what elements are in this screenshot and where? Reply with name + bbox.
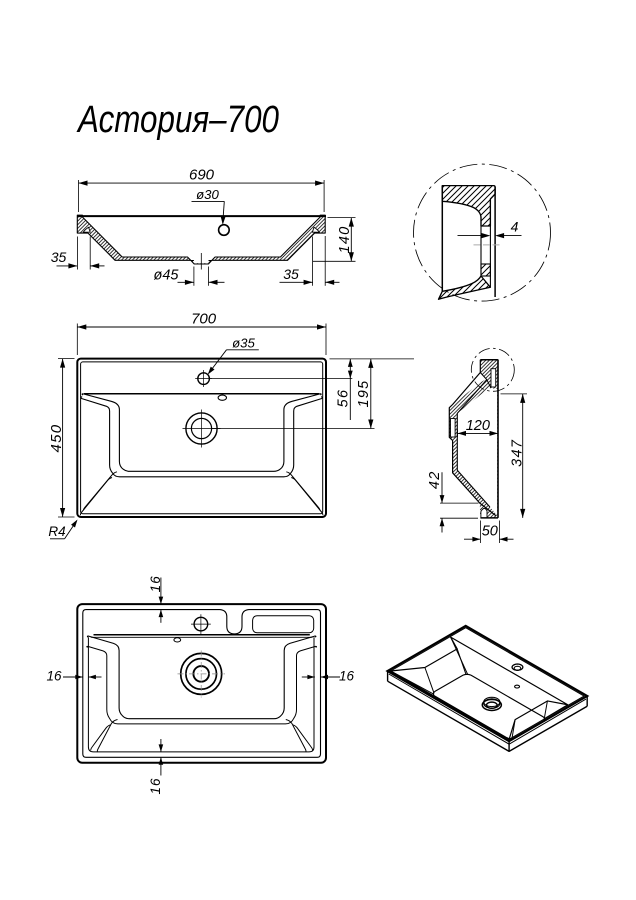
svg-text:ø45: ø45 <box>154 267 180 283</box>
svg-text:16: 16 <box>148 575 163 592</box>
svg-text:42: 42 <box>427 470 443 489</box>
svg-text:35: 35 <box>283 266 299 282</box>
svg-text:50: 50 <box>482 523 498 539</box>
svg-text:16: 16 <box>46 669 62 684</box>
svg-text:56: 56 <box>335 389 351 408</box>
svg-text:120: 120 <box>466 418 490 434</box>
svg-text:4: 4 <box>511 219 519 235</box>
svg-text:Астория–700: Астория–700 <box>76 99 279 141</box>
svg-text:16: 16 <box>339 669 355 684</box>
svg-text:690: 690 <box>189 167 215 184</box>
svg-text:450: 450 <box>48 424 65 453</box>
svg-text:16: 16 <box>148 777 163 794</box>
svg-text:195: 195 <box>356 379 372 407</box>
svg-text:ø35: ø35 <box>232 335 255 350</box>
svg-text:ø30: ø30 <box>196 187 219 202</box>
svg-text:R4: R4 <box>48 524 65 539</box>
svg-text:700: 700 <box>191 310 217 327</box>
svg-text:347: 347 <box>509 439 525 467</box>
svg-text:35: 35 <box>51 249 67 265</box>
svg-text:140: 140 <box>337 225 353 253</box>
